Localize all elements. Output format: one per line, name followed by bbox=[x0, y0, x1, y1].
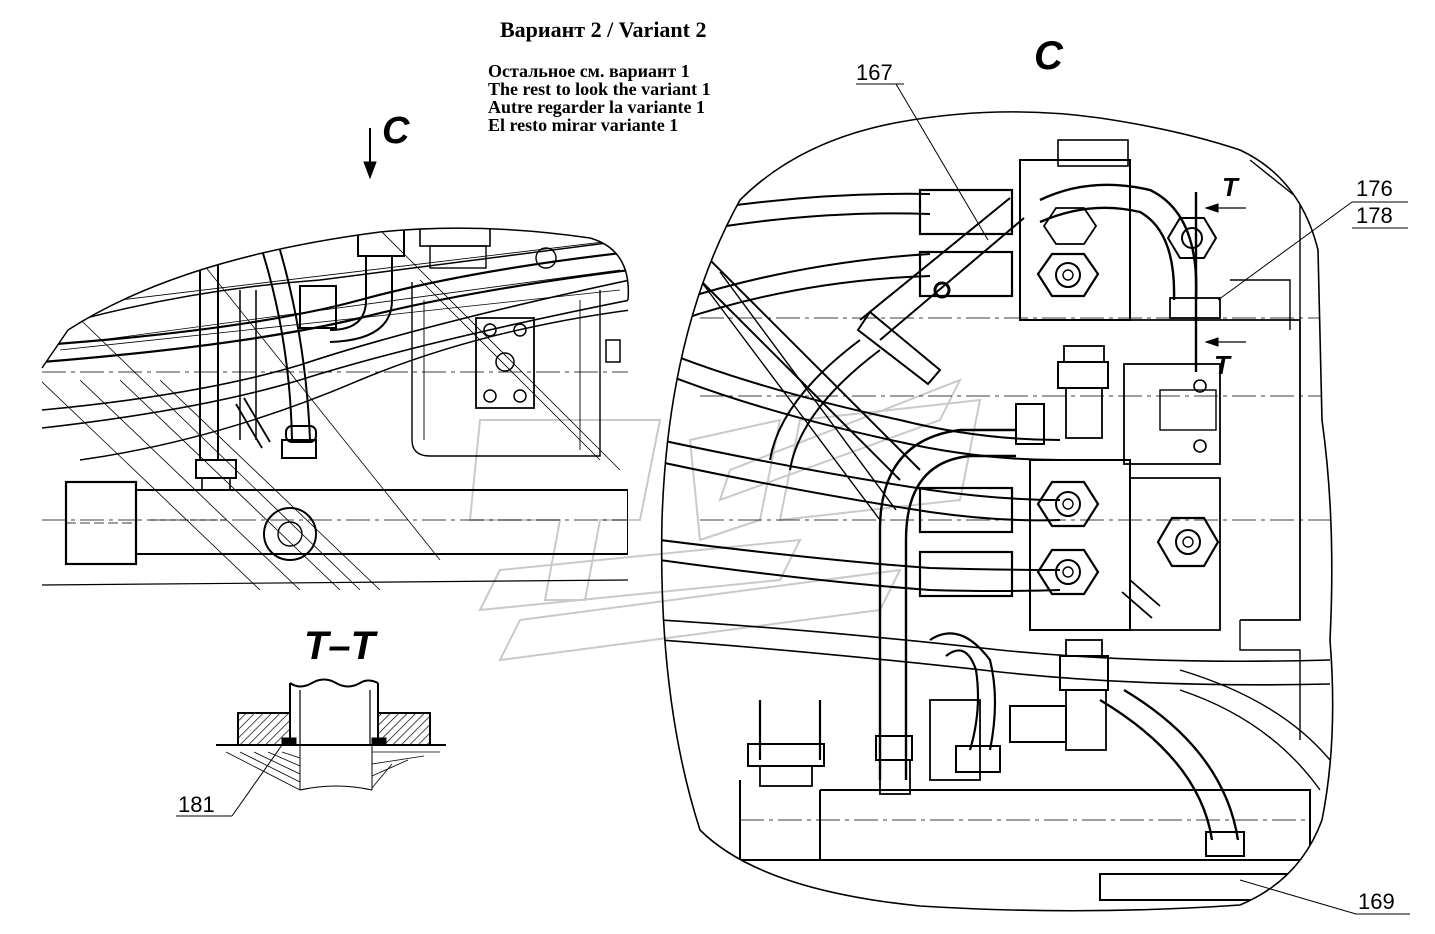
detail-view-c bbox=[661, 139, 1331, 901]
section-mark-bottom: T bbox=[1214, 350, 1230, 380]
callout-169: 169 bbox=[1358, 889, 1395, 914]
view-arrow-c bbox=[363, 128, 377, 180]
note-line-en: The rest to look the variant 1 bbox=[488, 79, 711, 99]
leader-lines bbox=[856, 83, 1410, 915]
view-c-title: C bbox=[1034, 34, 1063, 78]
section-cut-line bbox=[1194, 192, 1246, 372]
note-line-fr: Autre regarder la variante 1 bbox=[488, 97, 705, 117]
left-assembly-view bbox=[42, 228, 629, 590]
callout-167: 167 bbox=[856, 60, 893, 85]
note-line-es: El resto mirar variante 1 bbox=[488, 115, 679, 135]
view-c-arrow-label: C bbox=[382, 110, 410, 152]
section-t-t bbox=[176, 678, 446, 817]
callout-176: 176 bbox=[1356, 176, 1393, 201]
detail-view-outline bbox=[660, 111, 1334, 912]
section-mark-top: T bbox=[1222, 172, 1238, 202]
note-line-ru: Остальное см. вариант 1 bbox=[488, 61, 690, 81]
variant-title: Вариант 2 / Variant 2 bbox=[500, 17, 707, 42]
left-view-outline bbox=[41, 227, 630, 369]
callout-181: 181 bbox=[178, 792, 215, 817]
section-t-t-title: T–T bbox=[304, 624, 376, 668]
callout-178: 178 bbox=[1356, 203, 1393, 228]
